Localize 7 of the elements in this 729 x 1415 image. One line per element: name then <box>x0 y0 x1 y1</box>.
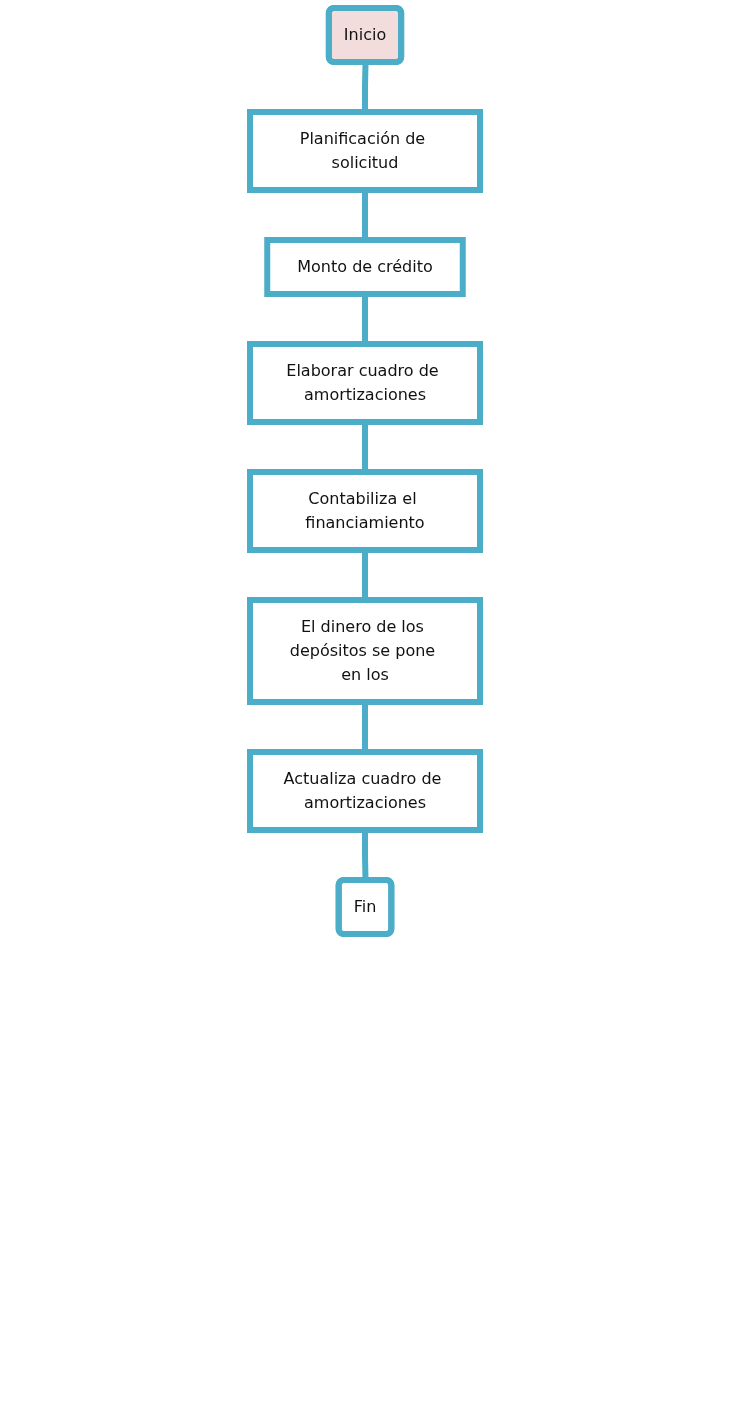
node-box: El dinero de los depósitos se pone en los <box>246 597 483 705</box>
connector <box>361 62 368 112</box>
node-box: Elaborar cuadro de amortizaciones <box>246 341 483 425</box>
node-box: Planificación de solicitud <box>246 109 483 193</box>
node-box: Monto de crédito <box>263 237 466 297</box>
node-box: Contabiliza el financiamiento <box>246 469 483 553</box>
node-box: Actualiza cuadro de amortizaciones <box>246 749 483 833</box>
